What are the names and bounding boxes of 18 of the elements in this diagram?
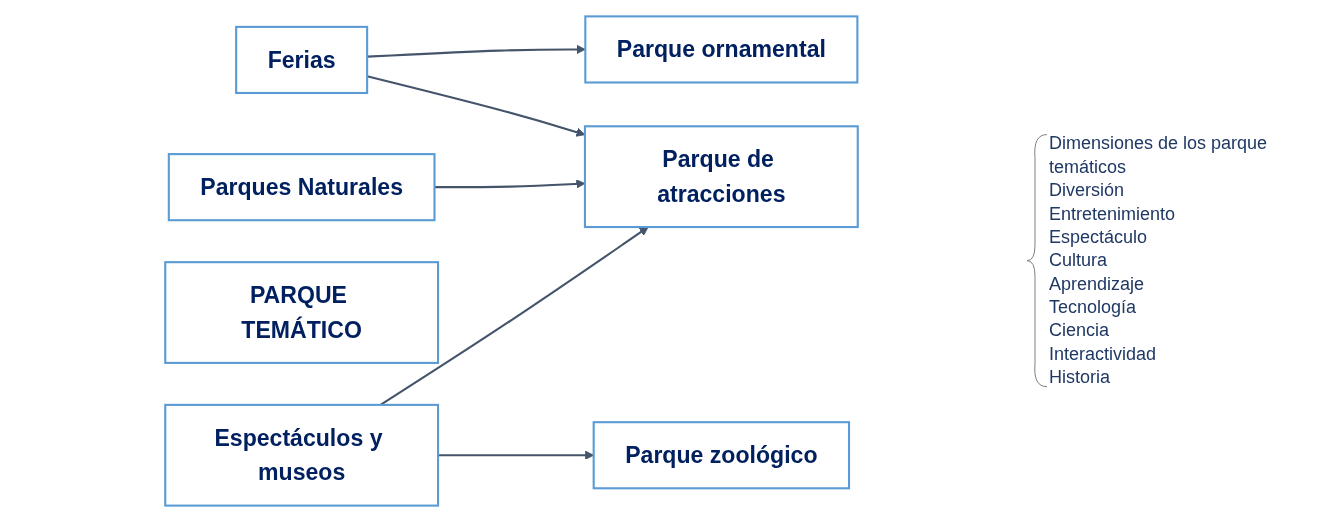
list-item: Espectáculo bbox=[1049, 225, 1149, 249]
list-item: Historia bbox=[1049, 366, 1111, 390]
node-box: Espectáculos y museos bbox=[164, 403, 440, 507]
list-item: Interactividad bbox=[1049, 342, 1158, 366]
list-item: Diversión bbox=[1049, 179, 1126, 203]
node-box: Parque de atracciones bbox=[583, 125, 859, 229]
node-box: PARQUE TEMÁTICO bbox=[164, 261, 440, 364]
list-item: Tecnología bbox=[1049, 296, 1138, 320]
list-item: Dimensiones de los parque temáticos bbox=[1049, 132, 1269, 179]
list-item: Entretenimiento bbox=[1049, 202, 1177, 226]
list-item: Aprendizaje bbox=[1049, 272, 1146, 296]
node-box: Parque zoológico bbox=[592, 421, 851, 490]
list-item: Ciencia bbox=[1049, 319, 1111, 343]
node-box: Ferias bbox=[235, 25, 369, 95]
node-box: Parques Naturales bbox=[167, 153, 436, 222]
arrow bbox=[367, 44, 586, 58]
list-item: Cultura bbox=[1049, 249, 1109, 273]
node-box: Parque ornamental bbox=[584, 15, 859, 84]
